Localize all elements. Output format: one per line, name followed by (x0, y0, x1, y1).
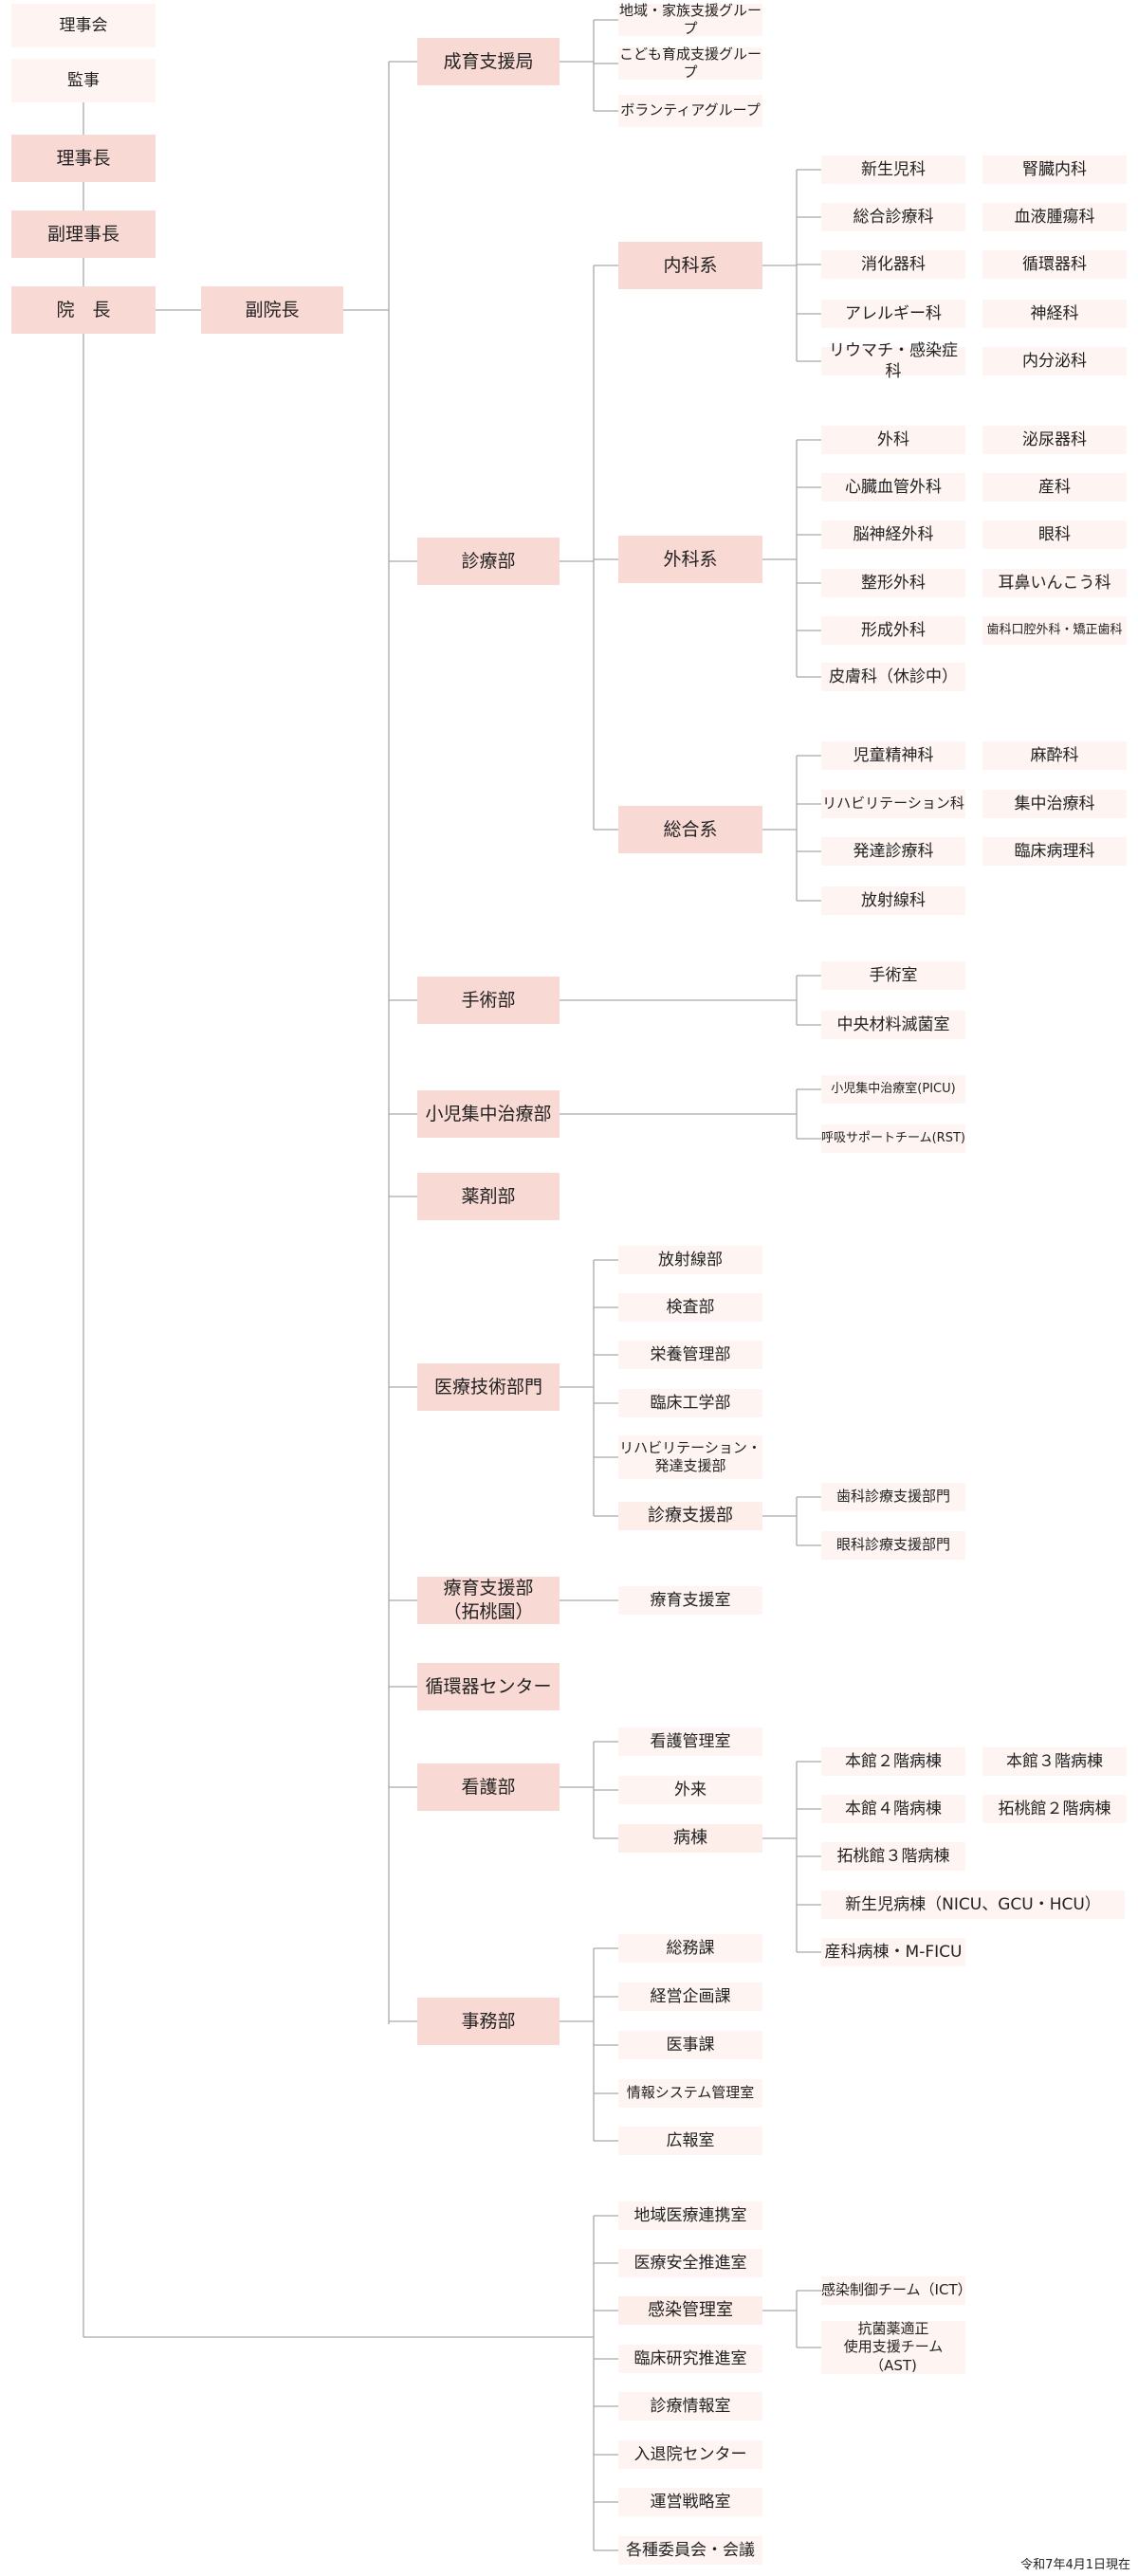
dept-cardiology: 循環器科 (982, 250, 1127, 279)
nursing-management: 看護管理室 (618, 1727, 762, 1756)
board-box: 理事会 (11, 4, 156, 47)
committees: 各種委員会・会議 (618, 2536, 762, 2565)
medical-safety: 医療安全推進室 (618, 2249, 762, 2277)
dept-neonatology: 新生児科 (821, 155, 965, 184)
dept-anesthesiology: 麻酔科 (982, 741, 1127, 770)
picu-room: 小児集中治療室(PICU) (821, 1075, 965, 1104)
dept-general-medicine: 総合診療科 (821, 203, 965, 231)
ward-main-3f: 本館３階病棟 (982, 1747, 1127, 1776)
dept-surgery: 外科 (821, 426, 965, 454)
dept-dental-oral-surgery: 歯科口腔外科・矯正歯科 (982, 616, 1127, 645)
infection-control: 感染管理室 (618, 2296, 762, 2325)
clinical-research: 臨床研究推進室 (618, 2345, 762, 2373)
ward-takuto-3f: 拓桃館３階病棟 (821, 1842, 965, 1871)
dept-intensive-care: 集中治療科 (982, 790, 1127, 818)
ward-main-4f: 本館４階病棟 (821, 1795, 965, 1823)
radiology-division: 放射線部 (618, 1246, 762, 1274)
admission-discharge-center: 入退院センター (618, 2440, 762, 2469)
vice-director-box: 副院長 (201, 286, 343, 334)
dept-urology: 泌尿器科 (982, 426, 1127, 454)
central-sterilization: 中央材料滅菌室 (821, 1011, 965, 1039)
medical-technology-box: 医療技術部門 (417, 1363, 560, 1411)
general-box: 総合系 (618, 806, 762, 853)
dept-orthopedics: 整形外科 (821, 569, 965, 597)
dept-ophthalmology: 眼科 (982, 521, 1127, 549)
chairman-box: 理事長 (11, 135, 156, 182)
dept-neurosurgery: 脳神経外科 (821, 521, 965, 549)
dental-support-unit: 歯科診療支援部門 (821, 1483, 965, 1511)
dept-rheumatology-infection: リウマチ・感染症科 (821, 341, 965, 381)
strategy-office: 運営戦略室 (618, 2488, 762, 2516)
group-child-development: こども育成支援グループ (618, 45, 762, 81)
outpatient: 外来 (618, 1776, 762, 1804)
director-box: 院 長 (11, 286, 156, 334)
dept-cardiovascular-surgery: 心臓血管外科 (821, 473, 965, 502)
auditor-box: 監事 (11, 59, 156, 102)
pharmacy-box: 薬剤部 (417, 1173, 560, 1220)
cardiovascular-center-box: 循環器センター (417, 1663, 560, 1710)
dept-gastroenterology: 消化器科 (821, 250, 965, 279)
dept-nephrology: 腎臓内科 (982, 155, 1127, 184)
dept-radiology: 放射線科 (821, 886, 965, 915)
ophthalmic-support-unit: 眼科診療支援部門 (821, 1531, 965, 1560)
dept-rehabilitation: リハビリテーション科 (821, 790, 965, 818)
medical-dept-box: 診療部 (417, 538, 560, 585)
group-volunteer: ボランティアグループ (618, 95, 762, 127)
wards: 病棟 (618, 1824, 762, 1853)
laboratory-division: 検査部 (618, 1293, 762, 1322)
child-support-bureau-box: 成育支援局 (417, 38, 560, 85)
medical-affairs: 医事課 (618, 2031, 762, 2059)
respiratory-support-team: 呼吸サポートチーム(RST) (821, 1124, 965, 1153)
therapy-support-box: 療育支援部 （拓桃園） (417, 1577, 560, 1624)
management-planning: 経営企画課 (618, 1982, 762, 2011)
picu-dept-box: 小児集中治療部 (417, 1090, 560, 1138)
dept-ent: 耳鼻いんこう科 (982, 569, 1127, 597)
dept-clinical-pathology: 臨床病理科 (982, 837, 1127, 866)
therapy-support-room: 療育支援室 (618, 1586, 762, 1615)
nutrition-division: 栄養管理部 (618, 1341, 762, 1369)
ward-neonatal: 新生児病棟（NICU、GCU・HCU） (821, 1891, 1125, 1919)
regional-liaison: 地域医療連携室 (618, 2201, 762, 2230)
vice-chairman-box: 副理事長 (11, 210, 156, 258)
infection-control-team: 感染制御チーム（ICT） (821, 2276, 972, 2305)
nursing-dept-box: 看護部 (417, 1763, 560, 1811)
surgical-box: 外科系 (618, 536, 762, 583)
as-of-date: 令和7年4月1日現在 (1020, 2558, 1130, 2572)
ward-takuto-2f: 拓桃館２階病棟 (982, 1795, 1127, 1823)
dept-endocrinology: 内分泌科 (982, 347, 1127, 375)
information-systems: 情報システム管理室 (618, 2079, 762, 2108)
operating-room: 手術室 (821, 961, 965, 990)
dept-dermatology: 皮膚科（休診中） (821, 663, 965, 691)
medical-information: 診療情報室 (618, 2392, 762, 2421)
dept-neurology: 神経科 (982, 300, 1127, 328)
antimicrobial-stewardship-team: 抗菌薬適正 使用支援チーム（AST) (821, 2320, 965, 2374)
administration-box: 事務部 (417, 1998, 560, 2045)
dept-hematology-oncology: 血液腫瘍科 (982, 203, 1127, 231)
ward-obstetric-mficu: 産科病棟・M-FICU (821, 1938, 965, 1966)
dept-obstetrics: 産科 (982, 473, 1127, 502)
group-community-family: 地域・家族支援グループ (618, 1, 762, 37)
surgery-dept-box: 手術部 (417, 977, 560, 1024)
clinical-engineering-division: 臨床工学部 (618, 1389, 762, 1417)
dept-developmental: 発達診療科 (821, 837, 965, 866)
rehab-development-division: リハビリテーション・ 発達支援部 (618, 1435, 762, 1479)
dept-allergy: アレルギー科 (821, 300, 965, 328)
dept-child-psychiatry: 児童精神科 (821, 741, 965, 770)
public-relations: 広報室 (618, 2127, 762, 2155)
internal-medicine-box: 内科系 (618, 242, 762, 289)
dept-plastic-surgery: 形成外科 (821, 616, 965, 645)
ward-main-2f: 本館２階病棟 (821, 1747, 965, 1776)
general-affairs: 総務課 (618, 1934, 762, 1963)
clinical-support-division: 診療支援部 (618, 1502, 762, 1530)
